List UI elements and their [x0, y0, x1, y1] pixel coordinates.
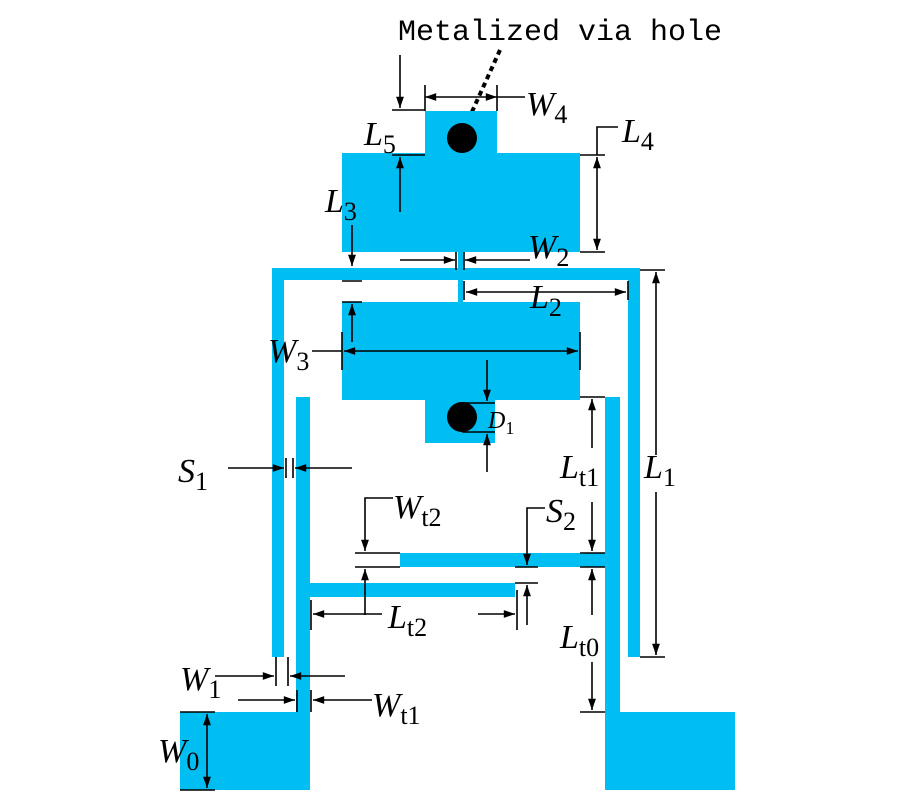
label-l2: L2 [529, 279, 562, 322]
left-stub-line [310, 583, 515, 597]
label-l3: L3 [324, 183, 357, 226]
top-via-hole [447, 123, 477, 153]
l2-ticks [463, 281, 629, 300]
right-feed-line [605, 397, 620, 717]
label-s1: S1 [178, 453, 208, 496]
label-wt1: Wt1 [372, 687, 421, 730]
l1-ticks [640, 269, 665, 658]
right-stub-line [400, 553, 605, 567]
lt2-ticks [310, 590, 518, 630]
l5-ticks [392, 109, 425, 156]
label-lt1: Lt1 [559, 449, 599, 492]
label-l5: L5 [363, 116, 396, 159]
label-s2: S2 [546, 493, 576, 536]
top-patch [342, 153, 580, 252]
left-feed-line [296, 397, 310, 717]
s1-ticks [285, 458, 294, 478]
l3-ticks [342, 280, 362, 303]
label-w0: W0 [158, 733, 199, 776]
loop-right-arm [628, 268, 640, 657]
loop-left-arm [272, 268, 284, 657]
w4-ticks [424, 85, 498, 111]
label-w1: W1 [180, 661, 221, 704]
wt2-ticks [355, 552, 400, 568]
copper-layout [180, 111, 735, 790]
label-l1: L1 [643, 449, 676, 492]
label-w3: W3 [268, 333, 309, 376]
label-d1: D1 [487, 408, 514, 438]
wt2-arrow-top [361, 497, 393, 552]
w0-ticks [180, 711, 215, 791]
s2-ticks [515, 566, 538, 584]
label-lt0: Lt0 [559, 619, 599, 662]
label-wt2: Wt2 [393, 489, 442, 532]
s2-arrow-top [523, 507, 545, 566]
label-lt2: Lt2 [387, 599, 427, 642]
wt1-ticks [296, 690, 312, 712]
bottom-via-hole [447, 402, 477, 432]
label-w2: W2 [528, 229, 569, 272]
w1-ticks [275, 657, 289, 686]
l4-leader [596, 126, 618, 155]
via-hole-title: Metalized via hole [398, 16, 722, 50]
l4-ticks [580, 154, 605, 253]
via-leader-line [464, 49, 502, 126]
lt0-ticks [580, 566, 605, 713]
loop-top-bar [272, 268, 640, 280]
right-port-pad [605, 712, 735, 790]
label-w4: W4 [526, 86, 567, 129]
w2-ticks [455, 252, 465, 270]
d1-ticks [462, 402, 495, 433]
dimension-lines [180, 55, 665, 791]
left-port-pad [180, 712, 310, 790]
dimension-labels: W4 L5 L4 L3 W2 L2 W3 D1 S1 Lt1 L1 Wt2 S2… [158, 86, 676, 776]
label-l4: L4 [621, 113, 654, 156]
lt1-ticks [580, 396, 605, 554]
